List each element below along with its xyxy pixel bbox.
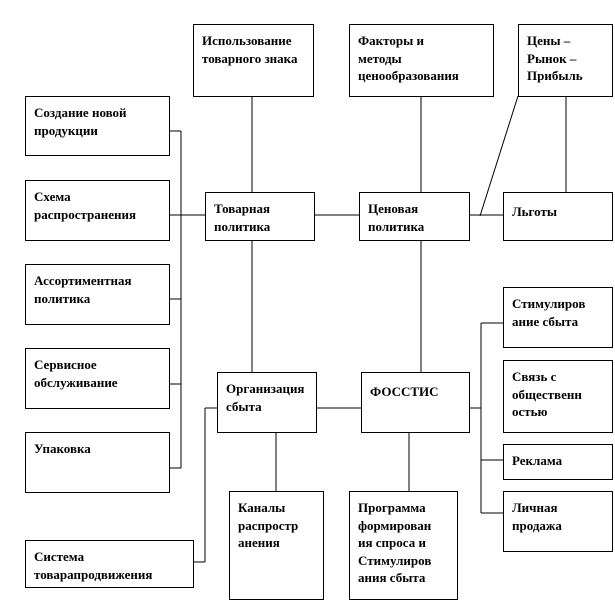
- node-public-relations: Связь с общественн остью: [503, 360, 613, 433]
- node-sales-stimulation: Стимулиров ание сбыта: [503, 287, 613, 348]
- node-demand-program: Программа формирован ия спроса и Стимули…: [349, 491, 458, 600]
- node-distribution-scheme: Схема распространения: [25, 180, 170, 241]
- node-distribution-channels: Каналы распростр анения: [229, 491, 324, 600]
- node-sales-organization: Организация сбыта: [217, 372, 317, 433]
- node-service: Сервисное обслуживание: [25, 348, 170, 409]
- node-fosstis: ФОССТИС: [361, 372, 470, 433]
- node-product-policy: Товарная политика: [205, 192, 315, 241]
- node-advertising: Реклама: [503, 444, 613, 480]
- connector-price-market-profit-diagonal: [479, 95, 519, 217]
- node-benefits: Льготы: [503, 192, 613, 241]
- node-assortment-policy: Ассортиментная политика: [25, 264, 170, 325]
- node-personal-sales: Личная продажа: [503, 491, 613, 552]
- node-price-policy: Ценовая политика: [359, 192, 470, 241]
- node-promotion-system: Система товарапродвижения: [25, 540, 194, 588]
- node-trademark: Использование товарного знака: [193, 24, 314, 97]
- node-new-products: Создание новой продукции: [25, 96, 170, 156]
- node-packaging: Упаковка: [25, 432, 170, 493]
- node-price-market-profit: Цены – Рынок – Прибыль: [518, 24, 613, 97]
- node-pricing-factors: Факторы и методы ценообразования: [349, 24, 494, 97]
